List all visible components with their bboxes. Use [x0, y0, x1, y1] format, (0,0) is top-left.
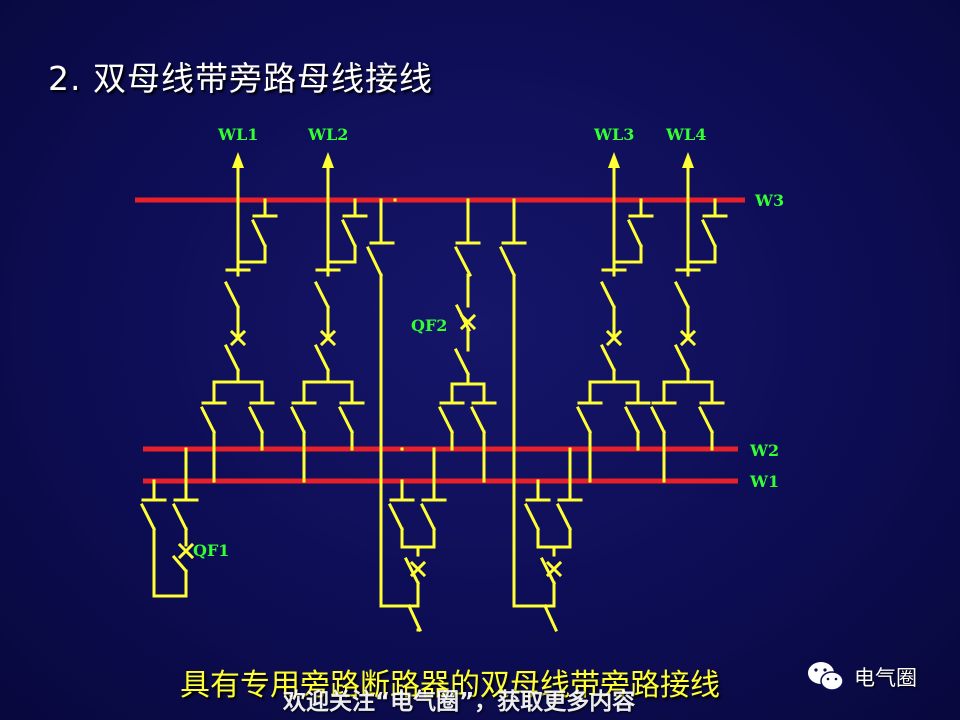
conductor-segment [212, 380, 264, 405]
outgoing-arrow-icon [682, 152, 694, 168]
diagram-labels: WL1 WL2 WL3 WL4 W3 W2 W1 QF1 QF2 [193, 125, 784, 560]
conductor-segment [588, 430, 640, 451]
conductor-segment [686, 244, 717, 272]
watermark-brand: 电气圈 [806, 655, 956, 699]
feeder-wl4 [649, 152, 728, 483]
feeder-circuits [199, 152, 728, 483]
slide-title: 2. 双母线带旁路母线接线 [48, 59, 433, 98]
conductor-segment [223, 280, 241, 310]
conductor-segment [588, 380, 640, 405]
conductor-segment [599, 280, 617, 310]
conductor-segment [700, 218, 718, 249]
label-qf2: QF2 [411, 316, 447, 335]
conductor-segment [612, 244, 643, 272]
conductor-segment [673, 343, 691, 373]
label-w2: W2 [749, 441, 779, 460]
feeder-wl3 [575, 152, 654, 483]
label-wl1: WL1 [217, 125, 258, 144]
conductor-segment [673, 280, 691, 310]
feeder-wl1 [199, 152, 278, 483]
wechat-icon [808, 662, 844, 691]
breaker-cross-mark [319, 329, 337, 347]
bypass-circuits [139, 198, 583, 632]
conductor-segment [599, 343, 617, 373]
breaker-cross-mark [679, 329, 697, 347]
feeder-wl2 [289, 152, 368, 483]
breaker-cross-mark [605, 329, 623, 347]
conductor-segment [340, 218, 358, 249]
conductor-segment [212, 430, 264, 451]
conductor-segment [575, 405, 641, 435]
label-wl4: WL4 [665, 125, 706, 144]
conductor-segment [313, 343, 331, 373]
label-wl3: WL3 [593, 125, 634, 144]
conductor-segment [250, 218, 268, 249]
breaker-cross-mark [229, 329, 247, 347]
conductor-segment [626, 218, 644, 249]
conductor-segment [326, 244, 357, 272]
conductor-segment [662, 380, 714, 405]
conductor-segment [199, 405, 265, 435]
label-w3: W3 [754, 191, 784, 210]
conductor-segment [649, 405, 715, 435]
watermark-text: 欢迎关注“电气圈”，获取更多内容 [283, 689, 636, 715]
qf1-bus-coupler [139, 447, 199, 598]
bypass-line-right [498, 198, 556, 608]
conductor-segment [662, 430, 714, 451]
label-wl2: WL2 [307, 125, 348, 144]
lower-circuit-b [523, 447, 583, 632]
conductor-segment [313, 280, 331, 310]
label-qf1: QF1 [193, 541, 229, 560]
conductor-segment [302, 430, 354, 451]
outgoing-arrow-icon [322, 152, 334, 168]
bypass-line-left [365, 198, 420, 608]
busbars [135, 197, 745, 484]
diagram-caption: 具有专用旁路断路器的双母线带旁路接线 [180, 668, 720, 703]
outgoing-arrow-icon [608, 152, 620, 168]
qf2-bypass-breaker [437, 198, 497, 483]
outgoing-arrow-icon [232, 152, 244, 168]
label-w1: W1 [749, 472, 779, 491]
conductor-segment [236, 244, 267, 272]
conductor-segment [223, 343, 241, 373]
conductor-segment [289, 405, 355, 435]
w2-tap-ticks [400, 447, 572, 483]
conductor-segment [302, 380, 354, 405]
brand-name: 电气圈 [854, 666, 917, 690]
lower-circuit-a [387, 447, 447, 632]
